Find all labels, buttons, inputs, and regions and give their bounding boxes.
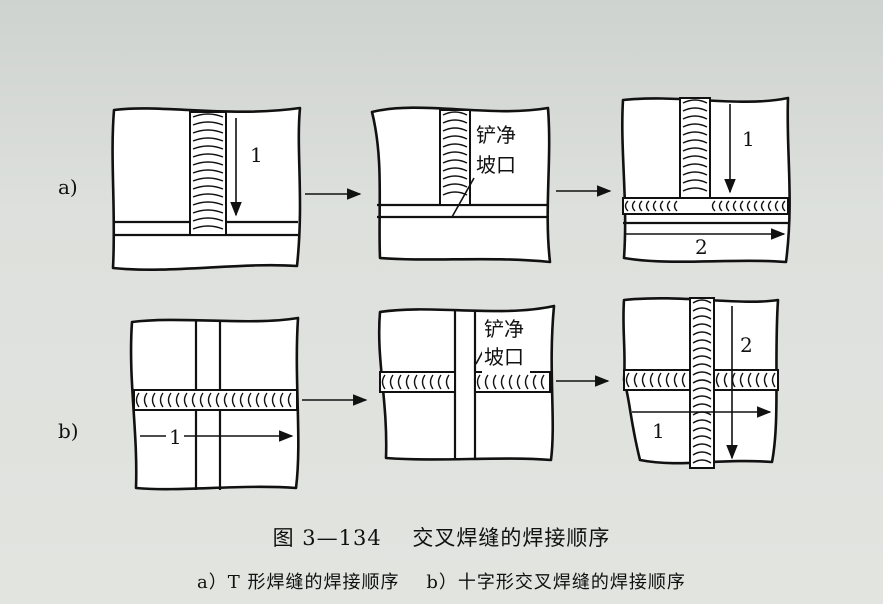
row-label-a: a)	[58, 175, 78, 199]
sequence-number-1: 1	[652, 419, 665, 443]
horizontal-weld-bead	[133, 389, 298, 411]
panel-a2: 铲净 坡口	[370, 106, 552, 264]
sequence-number-1: 1	[250, 143, 263, 167]
row-label-b: b)	[58, 419, 79, 443]
panel-b3: 2 1	[622, 296, 780, 469]
sequence-number-2: 2	[740, 333, 753, 357]
panel-a1: 1	[111, 106, 302, 272]
subcaption-b: b）十字形交叉焊缝的焊接顺序	[426, 572, 686, 593]
annotation-gouge-1: 铲净	[476, 123, 516, 147]
panel-b1: 1	[129, 316, 300, 491]
horizontal-weld-bead	[622, 197, 789, 215]
sequence-number-2: 2	[695, 235, 708, 259]
panel-b2: 铲净 坡口	[377, 304, 556, 462]
annotation-gouge-1: 铲净	[484, 317, 524, 341]
annotation-gouge-2: 坡口	[476, 153, 516, 177]
leader-line	[451, 177, 475, 218]
panel-a3: 1 2	[621, 96, 791, 264]
figure-caption: 图 3—134 交叉焊缝的焊接顺序	[0, 522, 883, 552]
figure-number: 图 3—134	[272, 526, 382, 550]
sequence-number-1: 1	[742, 127, 755, 151]
horizontal-weld-bead	[474, 371, 551, 393]
figure-title: 交叉焊缝的焊接顺序	[412, 526, 611, 550]
vertical-weld-bead	[439, 109, 471, 206]
sequence-number-1: 1	[169, 425, 182, 449]
figure-subcaption: a）T 形焊缝的焊接顺序 b）十字形交叉焊缝的焊接顺序	[0, 568, 883, 594]
subcaption-a: a）T 形焊缝的焊接顺序	[197, 572, 400, 593]
annotation-gouge-2: 坡口	[484, 345, 524, 369]
horizontal-weld-bead	[379, 371, 456, 393]
